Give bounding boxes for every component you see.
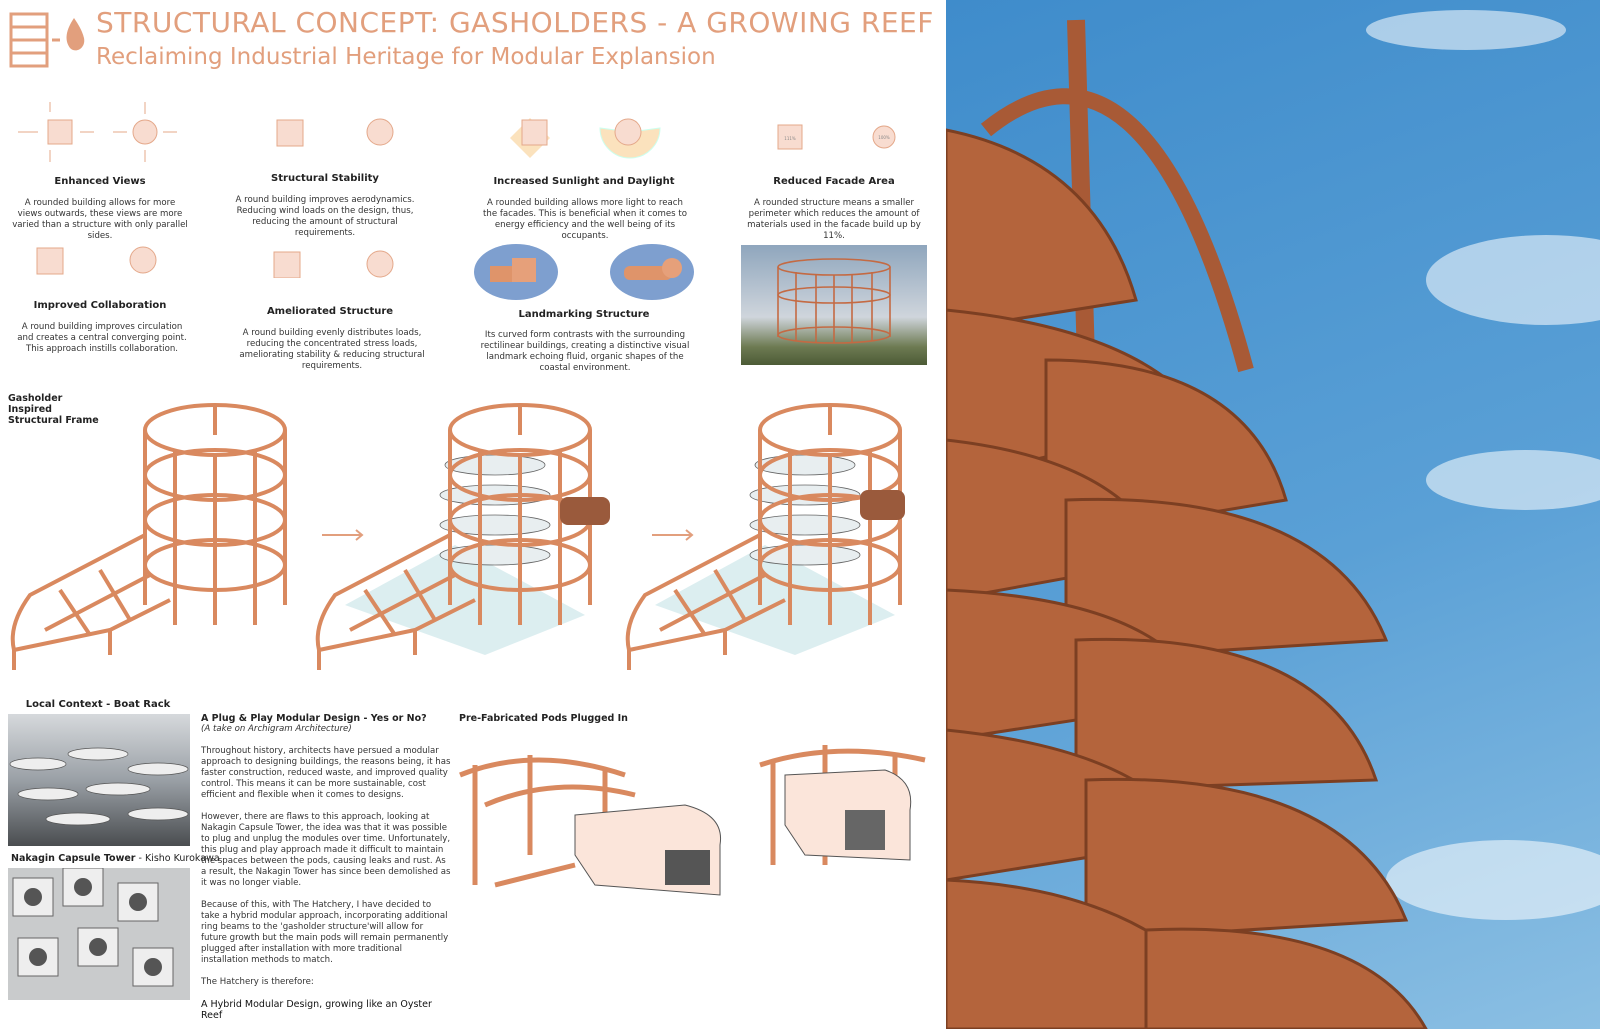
essay: A Plug & Play Modular Design - Yes or No… (201, 713, 451, 1021)
circle-views-icon (132, 119, 158, 145)
square-collab-icon (36, 247, 64, 275)
landmark-diagrams (474, 244, 694, 300)
square-facade-icon (777, 124, 803, 150)
essay-paragraph: Throughout history, architects have pers… (201, 746, 451, 800)
square-structure-icon (273, 251, 301, 278)
benefit-title: Structural Stability (271, 173, 379, 184)
page-title: STRUCTURAL CONCEPT: GASHOLDERS - A GROWI… (96, 6, 934, 39)
essay-conclusion: A Hybrid Modular Design, growing like an… (201, 999, 432, 1021)
benefit-text: A rounded building allows more light to … (483, 198, 687, 241)
square-stability-icon (276, 119, 304, 147)
benefit-icons: 111% 100% (18, 102, 896, 278)
benefit-text: A round building improves aerodynamics. … (235, 195, 415, 238)
benefit-title: Improved Collaboration (33, 300, 167, 311)
benefit-text: A round building improves circulation an… (17, 322, 187, 354)
frame-label: Gasholder Inspired Structural Frame (8, 393, 99, 426)
benefit-text: A rounded building allows for more views… (12, 198, 188, 241)
svg-text:100%: 100% (878, 135, 890, 140)
benefit-text: Its curved form contrasts with the surro… (480, 330, 690, 373)
square-views-icon (47, 119, 73, 145)
page-subtitle: Reclaiming Industrial Heritage for Modul… (96, 44, 716, 70)
pods-diagrams (459, 745, 926, 896)
logo-icon (9, 12, 85, 68)
benefit-title: Increased Sunlight and Daylight (493, 176, 675, 187)
gasholder-photo (741, 245, 927, 365)
benefit-title: Landmarking Structure (518, 309, 650, 320)
nakagin-photo (8, 868, 190, 1000)
arrow-icon (322, 529, 694, 541)
frame-diagram-3 (625, 403, 905, 672)
square-sunlight-icon (521, 119, 548, 146)
hero-render (946, 0, 1600, 1029)
essay-title: A Plug & Play Modular Design - Yes or No… (201, 713, 427, 724)
svg-text:111%: 111% (784, 136, 796, 141)
boat-rack-photo (8, 714, 190, 846)
benefit-title: Reduced Facade Area (773, 176, 895, 187)
pods-label: Pre-Fabricated Pods Plugged In (459, 713, 628, 724)
circle-collab-icon (129, 246, 157, 274)
benefit-text: A rounded structure means a smaller peri… (747, 198, 921, 241)
nakagin-label: Nakagin Capsule Tower - Kisho Kurokawa (11, 853, 220, 864)
frame-diagram-2 (315, 403, 610, 672)
benefit-text: A round building evenly distributes load… (239, 328, 425, 371)
circle-sunlight-icon (614, 118, 642, 146)
circle-facade-icon (872, 125, 896, 149)
benefit-title: Enhanced Views (54, 176, 146, 187)
circle-stability-icon (366, 118, 394, 146)
essay-paragraph: The Hatchery is therefore: (201, 977, 314, 987)
essay-paragraph: Because of this, with The Hatchery, I ha… (201, 900, 449, 965)
circle-structure-icon (366, 250, 394, 278)
essay-paragraph: However, there are flaws to this approac… (201, 812, 451, 888)
structural-frame-diagrams (10, 403, 905, 672)
essay-subtitle: (A take on Archigram Architecture) (201, 724, 352, 734)
boat-rack-label: Local Context - Boat Rack (25, 699, 171, 710)
frame-diagram-1 (10, 403, 287, 672)
benefit-title: Ameliorated Structure (266, 306, 394, 317)
